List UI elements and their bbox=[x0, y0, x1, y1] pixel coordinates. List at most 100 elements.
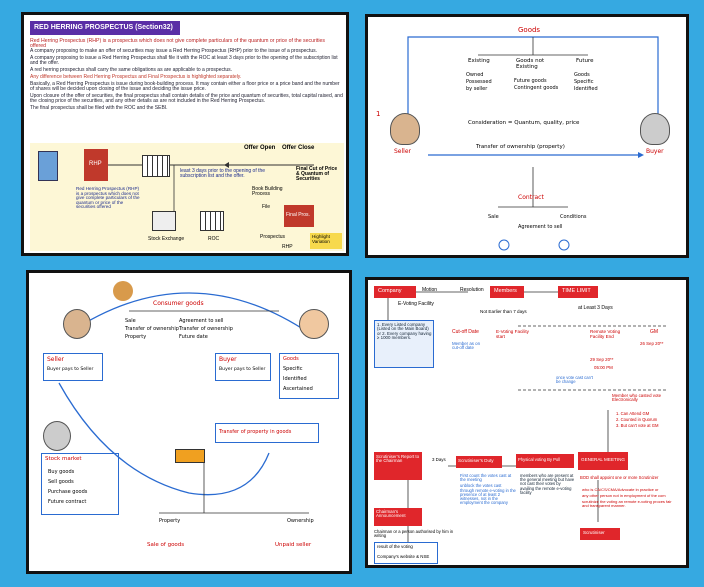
bullet-item: A company proposing to issue a Red Herri… bbox=[30, 55, 338, 66]
motion-label: Motion bbox=[422, 287, 438, 293]
offer-close: Offer Close bbox=[282, 145, 315, 151]
date1-label: 26 Sep 20** bbox=[640, 341, 664, 346]
col-not-existing: Goods not Existing bbox=[516, 58, 545, 70]
roc-icon bbox=[200, 211, 224, 231]
duty-item: unblock the votes cast through remote e-… bbox=[460, 483, 516, 506]
transfer-box: Transfer of property in goods bbox=[215, 423, 319, 443]
stock-exchange-label: Stock Exchange bbox=[148, 236, 185, 242]
mid-col-item: Future date bbox=[179, 334, 208, 340]
consumer-goods-label: Consumer goods bbox=[153, 300, 204, 307]
left-col-item: Property bbox=[125, 334, 147, 340]
col1-list: Owned Possessed by seller bbox=[466, 73, 492, 92]
seller-avatar bbox=[390, 113, 420, 145]
transfer-note: Transfer of ownership (property) bbox=[476, 144, 565, 150]
bullet-item: A company proposing to make an offer of … bbox=[30, 48, 317, 54]
bullet-item: Any difference between Red Herring Prosp… bbox=[30, 74, 242, 80]
stock-market-box: Stock market Buy goods Sell goods Purcha… bbox=[41, 453, 119, 515]
mid-col-item: Agreement to sell bbox=[179, 318, 224, 324]
book-building-note: Book Building Process bbox=[252, 186, 283, 197]
goods-item: Specific bbox=[283, 366, 303, 372]
col3-item: Identified bbox=[574, 86, 598, 92]
bod-item: scrutinize the voting an remote e-voting… bbox=[582, 499, 672, 508]
diagram-lines bbox=[84, 162, 314, 220]
mid-col-list: Agreement to sell Transfer of ownership … bbox=[179, 319, 233, 340]
duty-item: First count the votes cast at the meetin… bbox=[460, 473, 512, 483]
stock-item: Buy goods bbox=[48, 469, 75, 475]
panel-consumer-goods: Consumer goods Sale Transfer of ownershi… bbox=[26, 270, 352, 574]
remote-label: Remote Voting Facility End bbox=[590, 329, 621, 339]
col2-item: Future goods bbox=[514, 78, 547, 84]
panel-red-herring-prospectus: RED HERRING PROSPECTUS (Section32) Red H… bbox=[21, 12, 349, 256]
left-col-list: Sale Transfer of ownership Property bbox=[125, 319, 179, 340]
buyer-label: Buyer bbox=[219, 356, 237, 363]
goods-item: Identified bbox=[283, 376, 307, 382]
col-existing: Existing bbox=[468, 58, 490, 64]
final-cut-note: Final Cut of Price & Quantum of Securiti… bbox=[296, 166, 338, 182]
offer-open: Offer Open bbox=[244, 145, 276, 151]
stock-market-label: Stock market bbox=[45, 456, 82, 462]
date2-label: 29 Sep 20** bbox=[590, 357, 614, 362]
mid-col-item: Transfer of ownership bbox=[179, 326, 233, 332]
panel4-lines bbox=[387, 291, 668, 542]
stock-item: Sell goods bbox=[48, 479, 74, 485]
scrutiniser-label: Scrutiniser bbox=[583, 530, 605, 535]
result-label: result of the voting bbox=[377, 544, 413, 549]
not-earlier-label: Not Earlier than 7 days bbox=[480, 309, 527, 314]
once-vote-note: once vote cast can't be change bbox=[556, 375, 593, 385]
highlight-box: Highlight Variation bbox=[310, 233, 342, 249]
seller-note: Buyer pays to Seller bbox=[47, 367, 94, 372]
member-cast-label: Member who casted vote Electronically bbox=[612, 393, 662, 403]
bottom-left-label: Sale of goods bbox=[147, 542, 185, 548]
col1-item: Owned bbox=[466, 72, 484, 78]
every-listed-text: 1. Every Listed company (Listed on the M… bbox=[377, 322, 432, 341]
col1-item: Possessed bbox=[466, 79, 492, 85]
bod-item: any other person not in employment of th… bbox=[582, 493, 666, 498]
panel3-lines bbox=[58, 292, 310, 514]
col3-item: Specific bbox=[574, 79, 594, 85]
seller-box: Seller Buyer pays to Seller bbox=[43, 353, 103, 381]
seller-label: Seller bbox=[394, 148, 411, 155]
prospectus-label: Prospectus bbox=[260, 234, 286, 240]
building-icon bbox=[38, 151, 58, 181]
chairman-box: Chairman's Announcement bbox=[374, 508, 422, 526]
col2-list: Future goods Contingent goods bbox=[514, 79, 558, 91]
members-box: Members bbox=[490, 286, 524, 298]
circle-number: 1 bbox=[376, 110, 381, 118]
cast-item: 1. Can Attend GM bbox=[616, 411, 650, 416]
bod-label: BOD shall appoint one or more Scrutinize… bbox=[580, 475, 659, 480]
rhp-box: RHP bbox=[84, 149, 108, 181]
least-days-note: least 3 days prior to the opening of the… bbox=[180, 168, 266, 179]
bod-item: who is CA/CS/CMA/Advocate in practice or bbox=[582, 487, 659, 492]
time-limit-label: TIME LIMIT bbox=[562, 288, 591, 294]
buyer-avatar bbox=[640, 113, 670, 145]
seller-label: Seller bbox=[47, 356, 64, 363]
bullet-item: Upon closure of the offer of securities,… bbox=[30, 93, 343, 104]
goods-item: Ascertained bbox=[283, 386, 313, 392]
roc-label: ROC bbox=[208, 236, 220, 242]
goods-box: Goods Specific Identified Ascertained bbox=[279, 353, 339, 399]
panel-title: RED HERRING PROSPECTUS (Section32) bbox=[34, 24, 173, 31]
every-listed-box: 1. Every Listed company (Listed on the M… bbox=[374, 320, 434, 368]
property-label: Property bbox=[159, 518, 181, 524]
scrutiniser-box: Scrutiniser bbox=[580, 528, 620, 540]
general-label: GENERAL MEETING bbox=[581, 457, 625, 462]
buyer-label: Buyer bbox=[646, 148, 664, 155]
buyer-avatar bbox=[299, 309, 329, 339]
cutoff-note: Member as on cut-off date bbox=[452, 341, 481, 351]
scrutiniser-report-box: Scrutiniser's Report to the Chairman bbox=[374, 452, 422, 480]
chairman-note: Chairman or a person authorised by him i… bbox=[374, 529, 454, 539]
panel-sale-of-goods: Goods Existing Goods not Existing Future… bbox=[365, 14, 689, 258]
members-label: Members bbox=[494, 288, 517, 294]
bank-icon bbox=[142, 155, 170, 177]
cast-item: 3. But can't vote at GM bbox=[616, 423, 659, 429]
three-days-label: 3 Days bbox=[432, 457, 446, 462]
cast-list: 1. Can Attend GM 2. Counted in Quorum 3.… bbox=[616, 411, 659, 429]
bullet-list: A company proposing to make an offer of … bbox=[30, 49, 344, 111]
cutoff-label: Cut-off Date bbox=[452, 329, 479, 335]
time-limit-box: TIME LIMIT bbox=[558, 286, 598, 298]
bod-list: who is CA/CS/CMA/Advocate in practice or… bbox=[582, 488, 678, 508]
bottom-sale: Sale bbox=[488, 214, 499, 220]
final-pros-label: Final Pros. bbox=[286, 212, 310, 218]
result-box: result of the voting Company's website &… bbox=[374, 542, 438, 564]
left-col-item: Sale bbox=[125, 318, 136, 324]
